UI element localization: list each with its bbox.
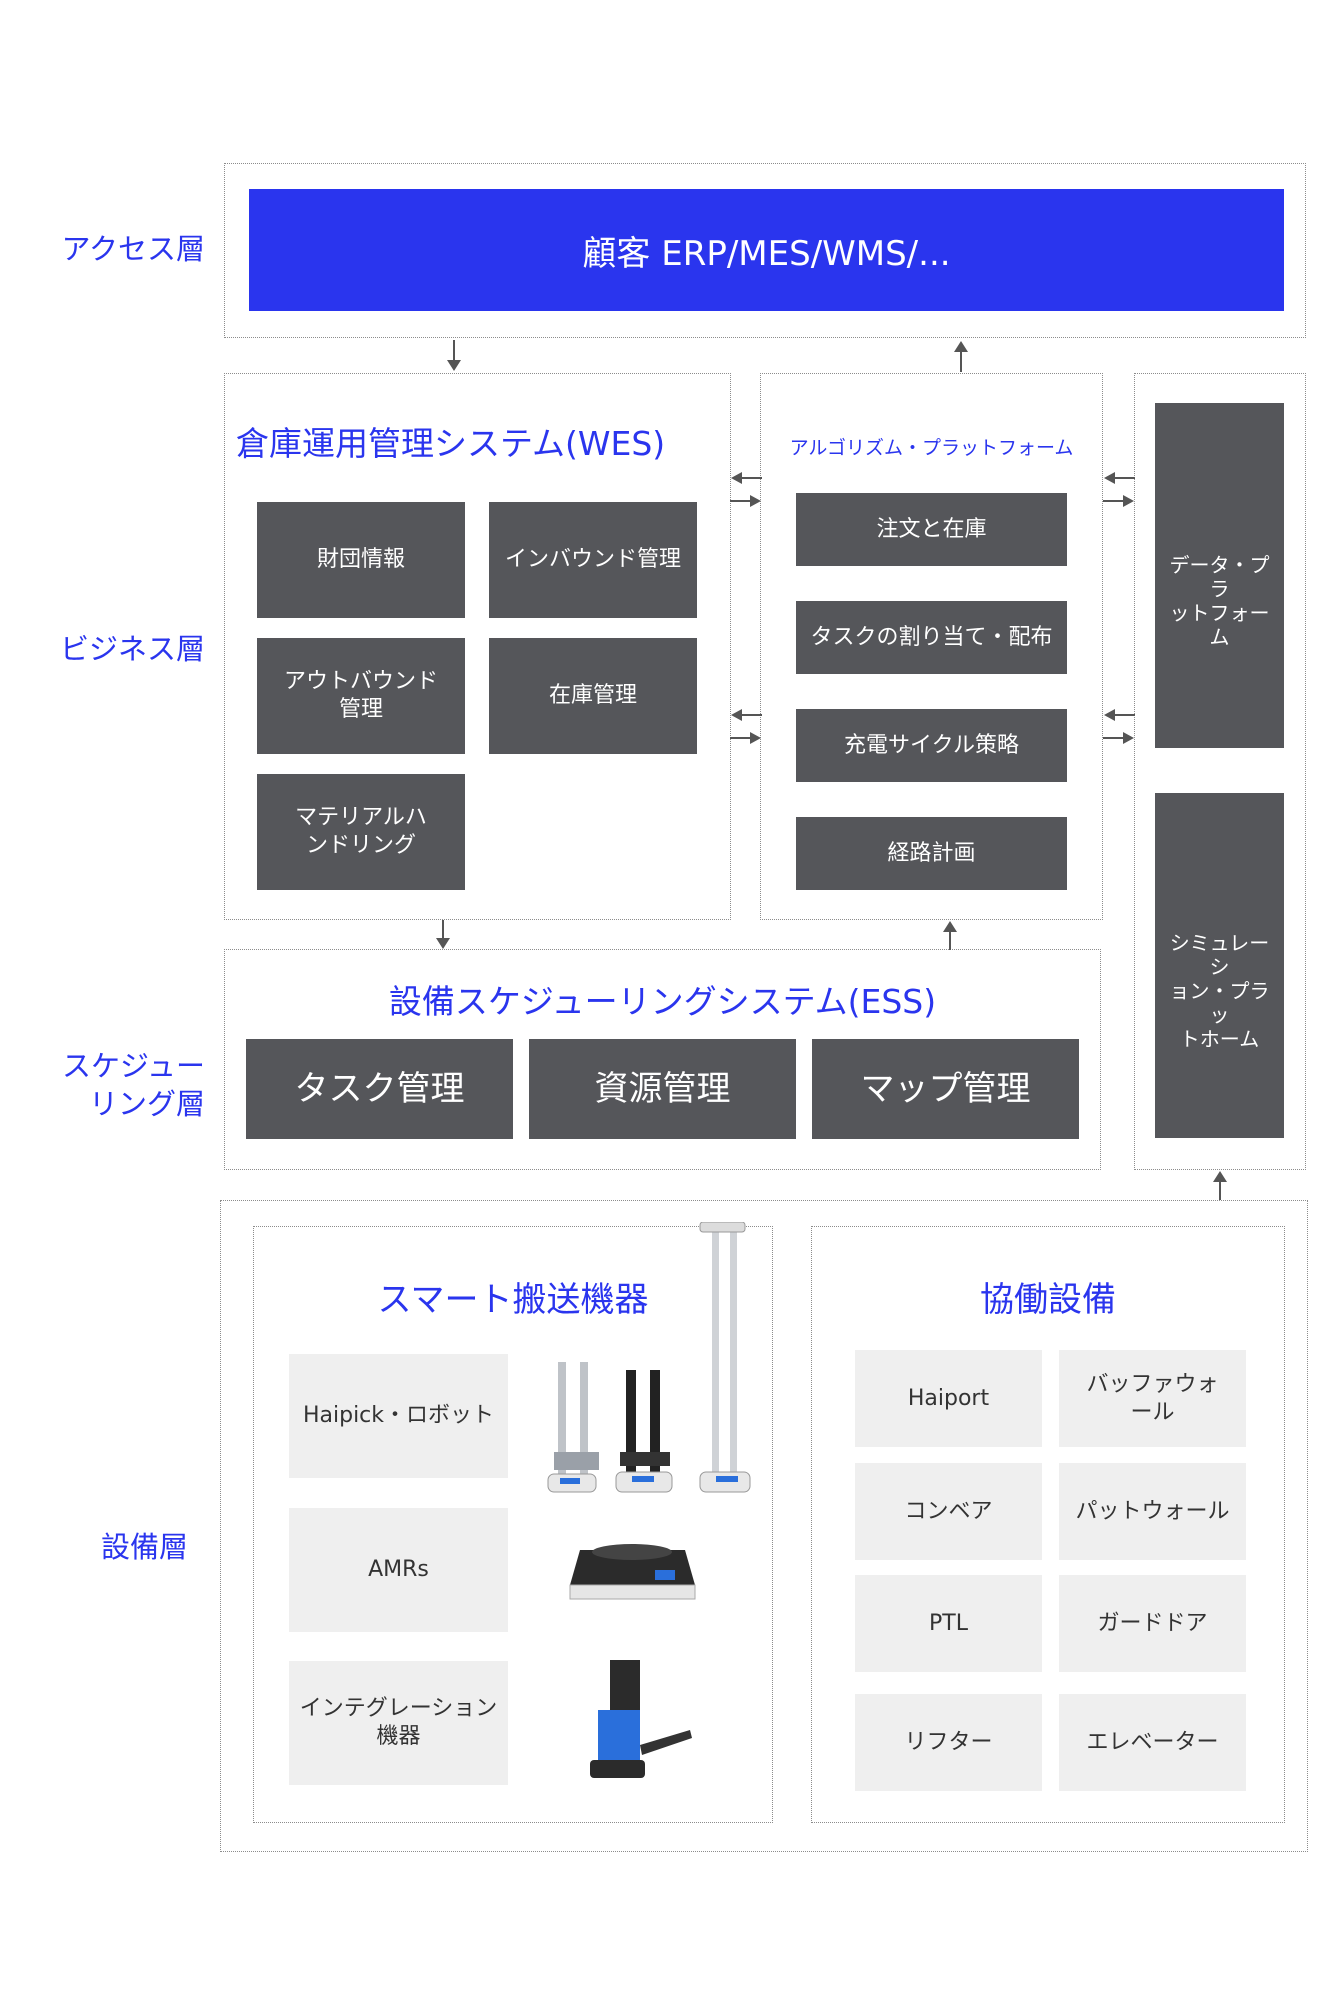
arrow-equipment-to-platforms	[1213, 1171, 1227, 1200]
collab-item-buffer-wall: バッファウォ ール	[1059, 1350, 1246, 1447]
ess-title: 設備スケジューリングシステム(ESS)	[388, 982, 937, 1021]
ess-module-task: タスク管理	[246, 1039, 513, 1139]
collab-item-conveyor: コンベア	[855, 1463, 1042, 1560]
ess-module-map: マップ管理	[812, 1039, 1079, 1139]
customer-systems-label: 顧客 ERP/MES/WMS/...	[582, 233, 951, 274]
platforms-frame	[1134, 373, 1306, 1170]
algo-item-path-planning: 経路計画	[796, 817, 1067, 890]
simulation-platform: シミュレーシ ョン・プラッ トホーム	[1155, 793, 1284, 1138]
arrow-access-to-wes	[447, 340, 461, 371]
arrow-algo-to-access	[954, 341, 968, 372]
layer-label-business: ビジネス層	[59, 632, 205, 666]
wes-module-material-handling: マテリアルハ ンドリング	[257, 774, 465, 890]
algo-item-orders-inventory: 注文と在庫	[796, 493, 1067, 566]
algorithm-frame	[760, 373, 1103, 920]
wes-module-basic-info: 財団情報	[257, 502, 465, 618]
collab-item-ptl: PTL	[855, 1575, 1042, 1672]
amrs-label: AMRs	[289, 1508, 508, 1632]
wes-title: 倉庫運用管理システム(WES)	[236, 424, 666, 463]
layer-label-access: アクセス層	[61, 232, 205, 266]
haipick-robot-label: Haipick・ロボット	[289, 1354, 508, 1478]
collab-item-elevator: エレベーター	[1059, 1694, 1246, 1791]
smart-transport-title: スマート搬送機器	[377, 1280, 649, 1320]
wes-frame	[224, 373, 731, 920]
collab-item-guard-door: ガードドア	[1059, 1575, 1246, 1672]
collab-frame	[811, 1226, 1285, 1823]
arrow-wes-to-ess	[436, 920, 450, 949]
access-layer-frame	[224, 163, 1306, 338]
layer-label-scheduling: スケジュー リング層	[62, 1049, 205, 1121]
collab-item-put-wall: パットウォール	[1059, 1463, 1246, 1560]
wes-module-inventory: 在庫管理	[489, 638, 697, 754]
arrow-pair-wes-algo-top	[730, 472, 762, 507]
ess-module-resource: 資源管理	[529, 1039, 796, 1139]
collab-title: 協働設備	[980, 1280, 1116, 1320]
arrow-pair-algo-platforms-bottom	[1103, 709, 1135, 744]
data-platform: データ・プラ ットフォーム	[1155, 403, 1284, 748]
layer-label-equipment: 設備層	[100, 1530, 188, 1564]
wes-module-inbound: インバウンド管理	[489, 502, 697, 618]
algorithm-title: アルゴリズム・プラットフォーム	[789, 437, 1074, 459]
algo-item-charging-strategy: 充電サイクル策略	[796, 709, 1067, 782]
arrow-pair-algo-platforms-top	[1103, 472, 1135, 507]
algo-item-task-assignment: タスクの割り当て・配布	[796, 601, 1067, 674]
arrow-pair-wes-algo-bottom	[730, 709, 762, 744]
amr-image	[569, 1544, 696, 1600]
ess-frame	[224, 949, 1101, 1170]
customer-systems-bar: 顧客 ERP/MES/WMS/...	[249, 189, 1284, 311]
haipick-robots-image	[547, 1222, 751, 1493]
integration-equipment-label: インテグレーション 機器	[289, 1661, 508, 1785]
equipment-frame	[220, 1200, 1308, 1852]
smart-transport-frame	[253, 1226, 773, 1823]
arrow-ess-to-algo	[943, 921, 957, 950]
collab-item-haiport: Haiport	[855, 1350, 1042, 1447]
wes-module-outbound: アウトバウンド 管理	[257, 638, 465, 754]
integration-equipment-image	[590, 1660, 692, 1778]
collab-item-lifter: リフター	[855, 1694, 1042, 1791]
